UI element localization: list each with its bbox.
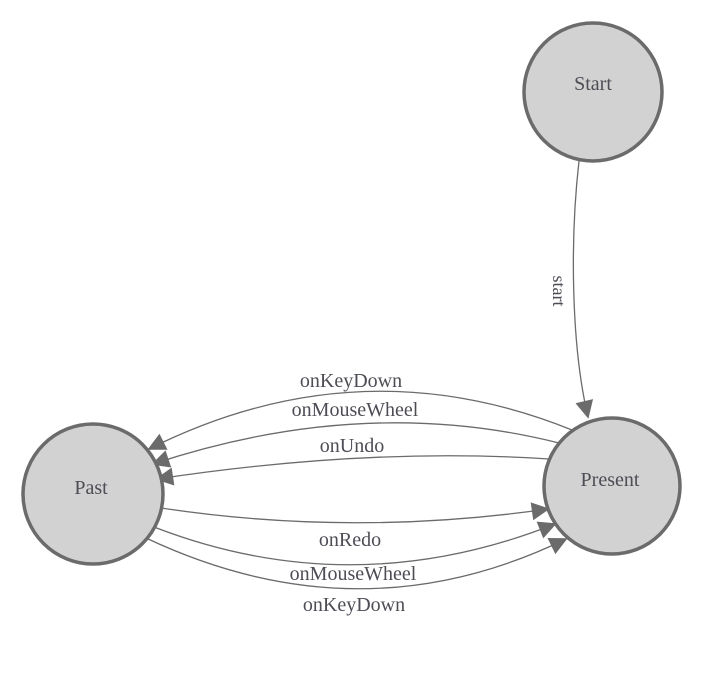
state-node-past-label: Past: [74, 477, 108, 499]
edge-past-to-present-onredo: [160, 502, 550, 524]
edge-label-onundo: onUndo: [320, 435, 384, 457]
edge-past-to-present-onkeydown: [145, 537, 568, 590]
state-node-past: Past: [21, 422, 165, 566]
edge-present-to-past-onkeydown: [147, 390, 573, 450]
edge-label-onmousewheel-top: onMouseWheel: [292, 399, 419, 421]
edge-past-to-present-onmousewheel: [153, 521, 557, 566]
state-node-past-circle: [21, 422, 165, 566]
edge-label-onkeydown-top: onKeyDown: [300, 370, 402, 392]
edge-present-to-past-onundo: [155, 455, 550, 486]
edge-label-onredo: onRedo: [319, 529, 381, 551]
state-node-start: Start: [522, 21, 664, 163]
edge-label-onmousewheel-bottom: onMouseWheel: [290, 563, 417, 585]
edge-label-onkeydown-bottom: onKeyDown: [303, 594, 405, 616]
edges: [145, 160, 594, 590]
state-node-present: Present: [542, 416, 682, 556]
edge-label-start: start: [549, 276, 569, 307]
state-node-present-label: Present: [581, 469, 640, 491]
edge-present-to-past-onmousewheel: [151, 422, 560, 468]
edge-start-to-present: [572, 160, 594, 419]
state-node-start-circle: [522, 21, 664, 163]
edge-labels: start onKeyDown onMouseWheel onUndo onRe…: [290, 276, 569, 617]
state-node-start-label: Start: [574, 73, 612, 95]
state-node-present-circle: [542, 416, 682, 556]
